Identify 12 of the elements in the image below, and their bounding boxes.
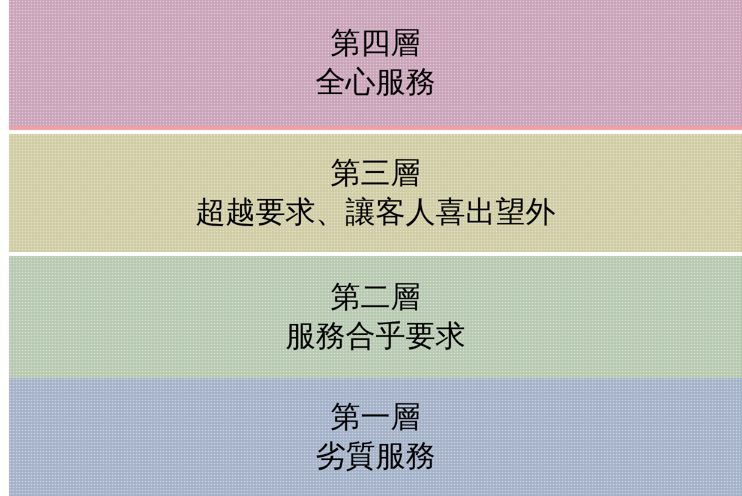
- layer-description: 全心服務: [316, 64, 436, 102]
- layer-title: 第四層: [330, 25, 420, 63]
- layer-band: [9, 256, 742, 378]
- layer-description: 劣質服務: [316, 438, 436, 476]
- layer-description: 超越要求、讓客人喜出望外: [196, 194, 556, 232]
- layer-description: 服務合乎要求: [286, 318, 466, 356]
- layer-title: 第三層: [330, 155, 420, 193]
- layer-band: [9, 378, 742, 496]
- layer-band: [9, 134, 742, 252]
- layer-title: 第二層: [330, 279, 420, 317]
- layer-band: [9, 0, 742, 130]
- layer-title: 第一層: [330, 399, 420, 437]
